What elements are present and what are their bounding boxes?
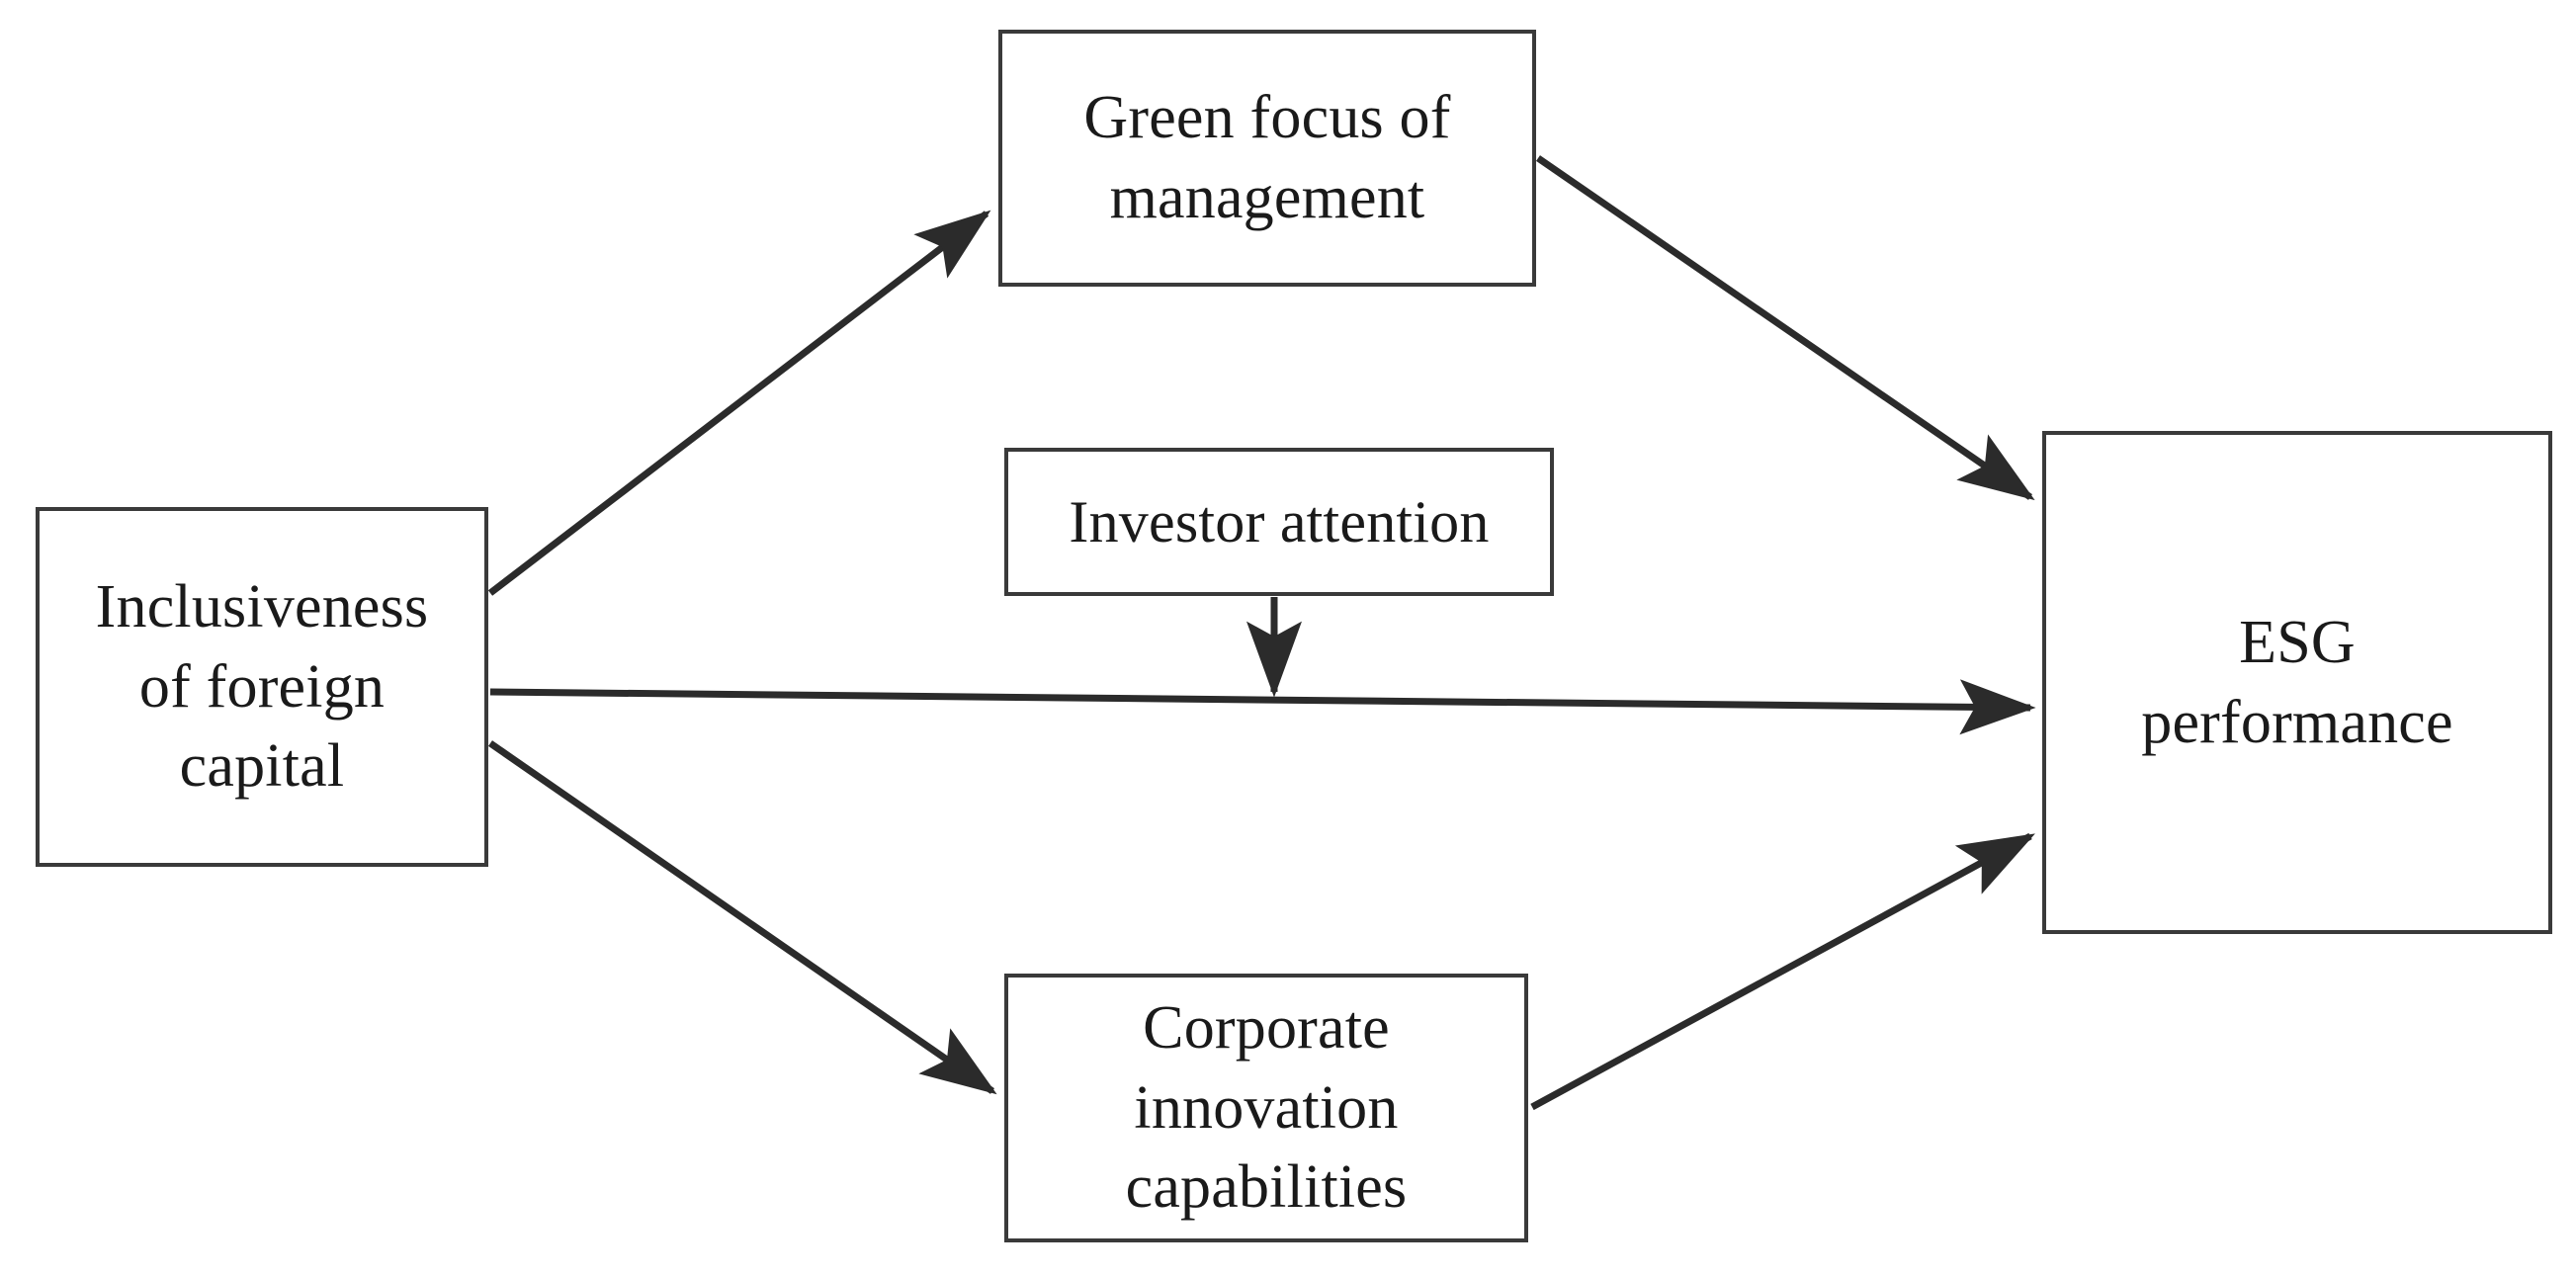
node-label-corporate-innovation: Corporate innovation capabilities bbox=[1125, 994, 1408, 1222]
edge-corporate-to-esg bbox=[1530, 832, 2035, 1111]
edge-inclusiveness-to-esg-direct bbox=[489, 679, 2036, 735]
node-investor-attention[interactable]: Investor attention bbox=[1004, 448, 1554, 596]
node-label-inclusiveness: Inclusiveness of foreign capital bbox=[95, 573, 429, 801]
node-label-investor-attention: Investor attention bbox=[1069, 489, 1490, 554]
node-esg-performance[interactable]: ESG performance bbox=[2042, 431, 2552, 934]
node-green-focus-of-management[interactable]: Green focus of management bbox=[998, 30, 1536, 287]
node-inclusiveness-of-foreign-capital[interactable]: Inclusiveness of foreign capital bbox=[36, 507, 488, 867]
edge-green-focus-to-esg bbox=[1536, 155, 2035, 501]
edge-inclusiveness-to-corporate bbox=[488, 740, 997, 1095]
node-corporate-innovation-capabilities[interactable]: Corporate innovation capabilities bbox=[1004, 974, 1528, 1242]
node-label-green-focus: Green focus of management bbox=[1083, 84, 1451, 231]
node-label-esg-performance: ESG performance bbox=[2141, 608, 2453, 756]
edge-inclusiveness-to-green-focus bbox=[487, 210, 991, 596]
